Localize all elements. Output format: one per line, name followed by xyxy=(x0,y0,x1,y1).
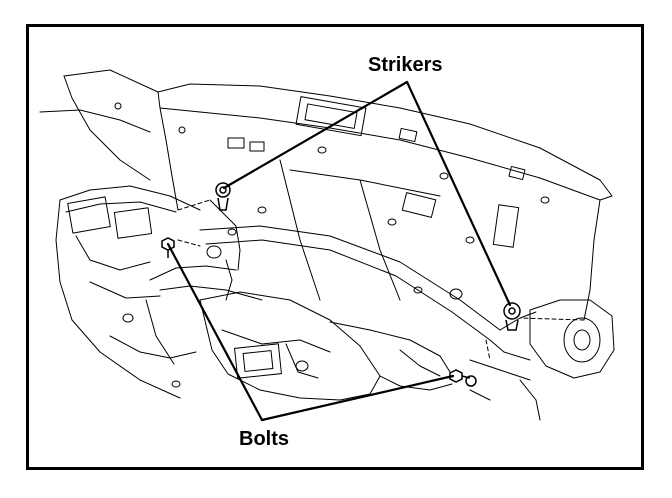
radiator-support xyxy=(199,225,501,331)
leader-bolts-left xyxy=(166,242,264,422)
right-fender xyxy=(529,299,615,379)
striker-right xyxy=(503,302,521,331)
hood-panel xyxy=(157,83,613,201)
hood-vent xyxy=(295,96,367,137)
leader-strikers-left xyxy=(222,80,409,190)
engine-block xyxy=(199,291,381,401)
bolt-right xyxy=(449,369,477,387)
figure-frame xyxy=(26,24,644,470)
left-fender xyxy=(59,185,201,211)
bolt-left xyxy=(161,237,175,258)
striker-left xyxy=(215,182,231,211)
leader-bolts-right xyxy=(260,374,455,422)
strikers-label: Strikers xyxy=(368,54,443,76)
bolts-label: Bolts xyxy=(239,428,289,450)
leader-strikers-right xyxy=(405,80,512,307)
